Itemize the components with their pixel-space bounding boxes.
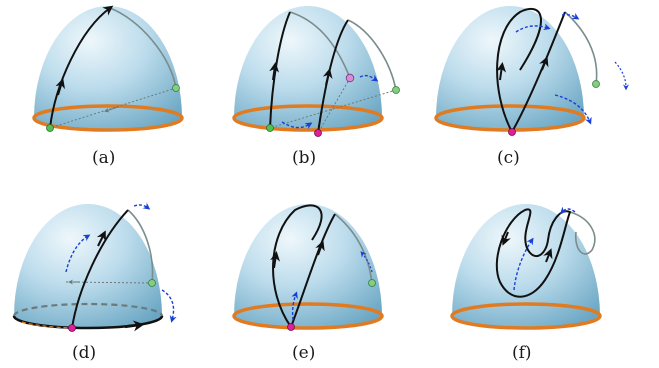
rim-point-d xyxy=(68,324,76,332)
back-curve-c xyxy=(564,11,598,85)
front-curve-c2 xyxy=(511,11,566,133)
flow-arrow-d3 xyxy=(161,289,177,323)
rim-arrow-d xyxy=(124,320,145,332)
flow-arrow-e1 xyxy=(291,291,298,321)
front-curve-e1 xyxy=(272,204,323,328)
dome-rim-b xyxy=(232,104,384,132)
dome-f xyxy=(452,204,600,328)
equilibrium-point-b xyxy=(392,86,400,94)
front-curve-a xyxy=(49,5,114,129)
rim-point-e xyxy=(287,323,295,331)
flow-arrow-c3 xyxy=(554,94,592,125)
equilibrium-point-c xyxy=(592,80,600,88)
back-curve-f xyxy=(569,211,596,255)
start-point-b xyxy=(266,124,274,132)
front-arrow-b2 xyxy=(322,68,333,86)
dome-rim-a xyxy=(32,104,184,132)
back-curve-a xyxy=(109,7,177,89)
equilibrium-point-e xyxy=(368,279,376,287)
rim-point-b xyxy=(314,129,322,137)
front-arrow-e2 xyxy=(315,240,325,256)
front-arrow-f1 xyxy=(501,231,511,246)
dome-rim-back-d xyxy=(12,302,164,317)
panel-label-a: (a) xyxy=(92,148,115,168)
flow-arrow-c1 xyxy=(515,23,551,33)
front-arrow-e1 xyxy=(270,251,281,269)
flow-arrow-d1 xyxy=(65,234,91,273)
front-arrow-c2 xyxy=(539,56,549,71)
flow-arrow-b2 xyxy=(359,74,379,82)
panel-label-b: (b) xyxy=(292,148,316,168)
front-curve-d xyxy=(71,209,129,329)
rim-point-c xyxy=(508,128,516,136)
back-curve-e xyxy=(334,213,373,284)
dome-b xyxy=(234,6,382,130)
flow-arrow-b1 xyxy=(281,121,313,130)
panel-label-f: (f) xyxy=(512,343,532,363)
panel-e: (e) xyxy=(232,204,384,363)
flow-arrow-e2 xyxy=(360,251,373,273)
front-arrow-a xyxy=(55,78,66,96)
start-point-a xyxy=(46,124,54,132)
panel-a: (a) xyxy=(32,5,184,168)
equilibrium-point-a xyxy=(172,84,180,92)
panel-b: (b) xyxy=(232,6,400,168)
panel-f: (f) xyxy=(450,204,602,363)
back-dotted-b2 xyxy=(317,77,351,134)
back-curve-b1 xyxy=(289,11,351,79)
front-arrow-b1 xyxy=(269,62,280,81)
front-arrow-f2 xyxy=(543,248,553,263)
panel-label-c: (c) xyxy=(497,148,520,168)
flow-arrow-c2 xyxy=(561,12,580,20)
dome-rim-front-d xyxy=(12,315,164,330)
dome-e xyxy=(234,204,382,328)
panel-d: (d) xyxy=(12,202,177,363)
flow-arrow-c4 xyxy=(614,61,629,91)
back-curve-d xyxy=(127,209,154,284)
dome-rim-e xyxy=(232,302,384,330)
front-arrow-d xyxy=(96,230,106,247)
dome-a xyxy=(34,6,182,130)
front-closed-orbit-f xyxy=(495,208,572,298)
flow-arrow-f2 xyxy=(560,206,576,214)
panel-c: (c) xyxy=(434,6,629,168)
back-dotted-b1 xyxy=(269,89,397,129)
dome-rim-f xyxy=(450,302,602,330)
equilibrium-point-d xyxy=(148,279,156,287)
flow-arrow-d2 xyxy=(133,202,151,210)
front-curve-b1 xyxy=(269,11,291,129)
dome-c xyxy=(436,6,584,130)
panel-label-e: (e) xyxy=(292,343,315,363)
back-arrow-a xyxy=(104,106,119,113)
dome-d xyxy=(14,204,162,328)
rim-front-highlight-d xyxy=(21,321,73,329)
front-curve-c1 xyxy=(496,7,542,133)
front-curve-b2 xyxy=(317,19,349,134)
back-curve-b2 xyxy=(347,19,397,91)
front-arrow-c1 xyxy=(496,62,507,81)
front-curve-e2 xyxy=(290,213,336,328)
panel-label-d: (d) xyxy=(72,343,96,363)
saddle-point-b xyxy=(345,73,355,83)
